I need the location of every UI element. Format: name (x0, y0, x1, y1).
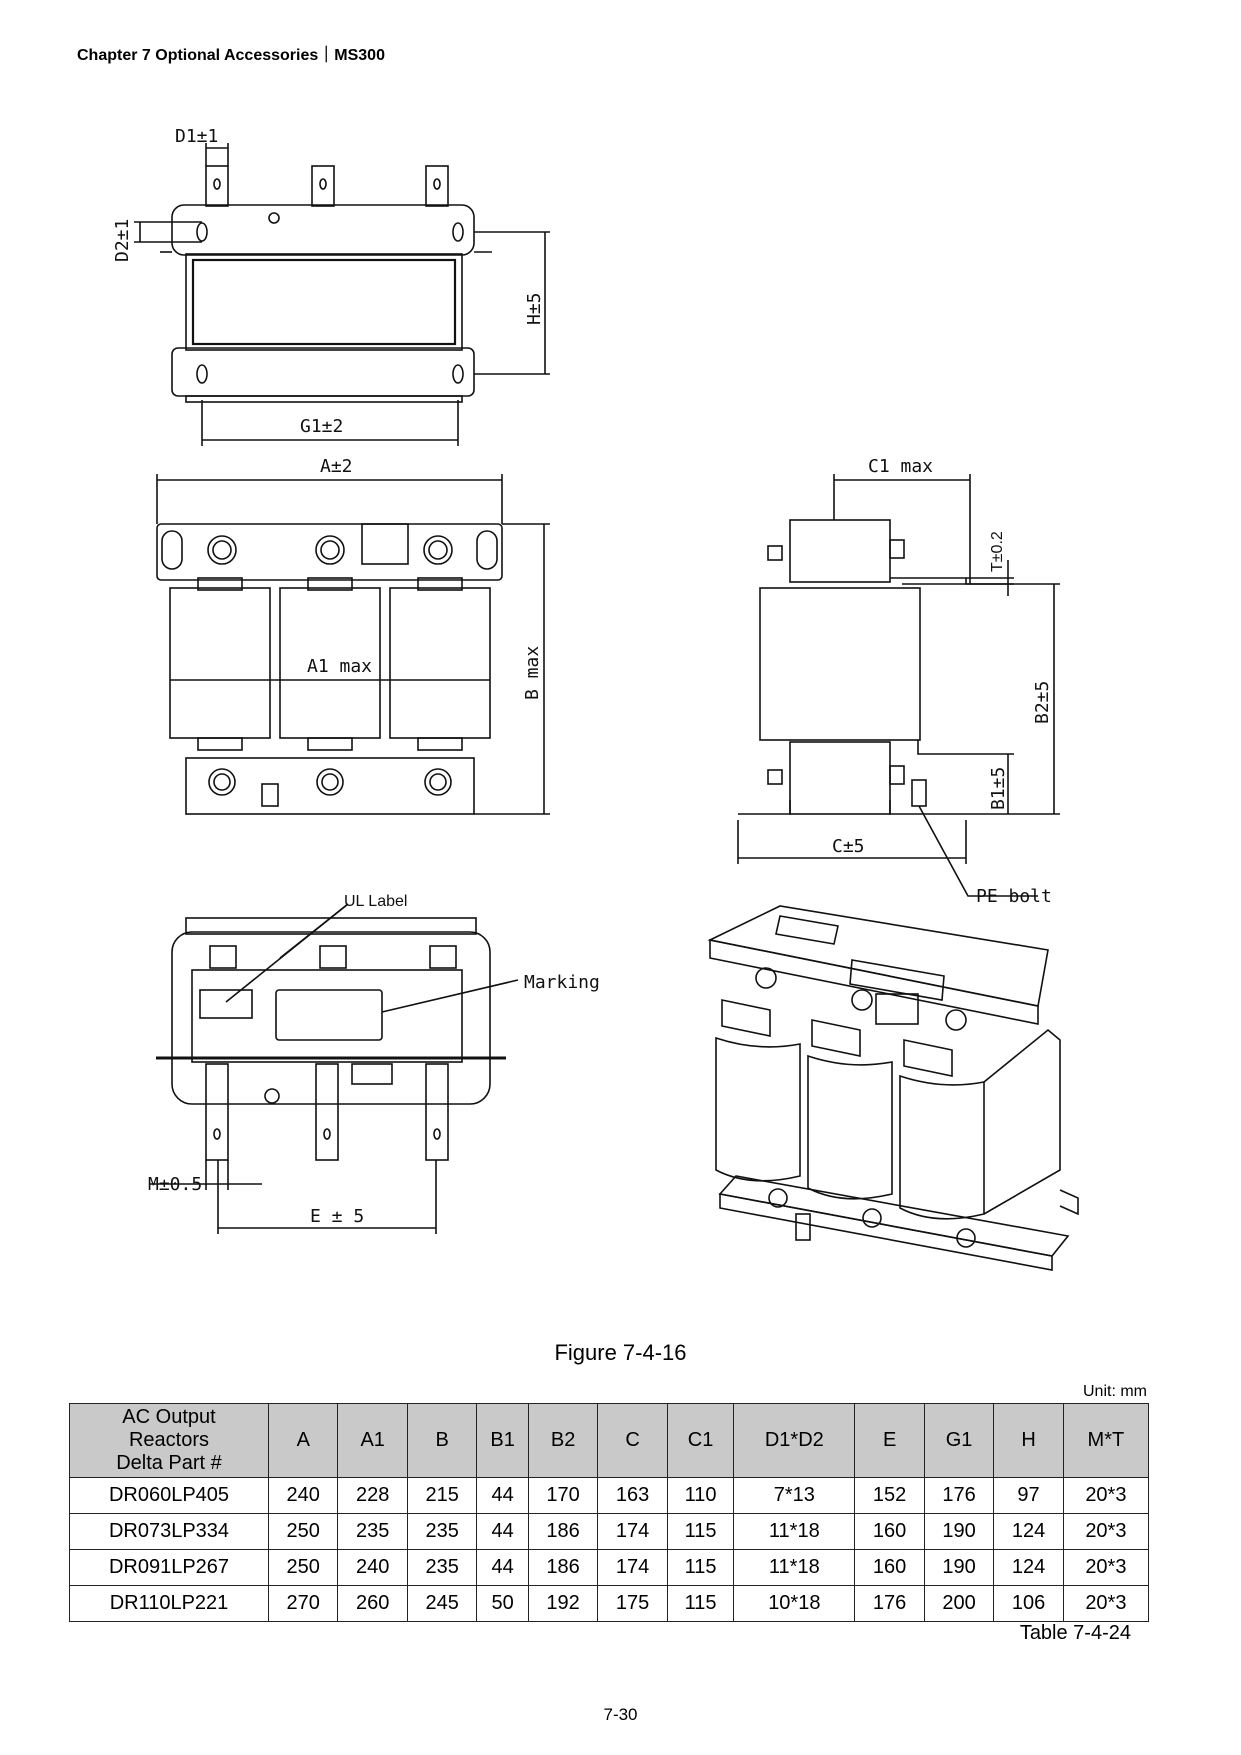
header-part-number: AC Output Reactors Delta Part # (69, 1403, 269, 1478)
header-b1: B1 (476, 1403, 529, 1478)
header-d1d2: D1*D2 (733, 1403, 856, 1478)
header-e: E (854, 1403, 925, 1478)
reactor-spec-table: AC Output Reactors Delta Part # A A1 B B… (69, 1403, 1150, 1622)
label-a: A±2 (320, 456, 353, 477)
label-t: T±0.2 (989, 531, 1006, 572)
top-view (134, 143, 550, 446)
header-b2: B2 (527, 1403, 599, 1478)
table-header-row: AC Output Reactors Delta Part # A A1 B B… (69, 1403, 1150, 1478)
front-view (156, 474, 550, 815)
label-h: H±5 (524, 292, 545, 325)
label-g1: G1±2 (300, 416, 343, 437)
page-number: 7-30 (603, 1705, 638, 1724)
figure-caption: Figure 7-4-16 (554, 1340, 687, 1365)
header-h: H (993, 1403, 1064, 1478)
label-b2: B2±5 (1032, 681, 1053, 724)
label-ul: UL Label (344, 893, 407, 910)
label-d2: D2±1 (112, 219, 133, 262)
label-m: M±0.5 (148, 1174, 202, 1195)
label-c1: C1 max (868, 456, 933, 477)
header-mt: M*T (1062, 1403, 1150, 1478)
technical-drawing: D1±1 D2±1 H±5 G1±2 A±2 A1 max B max C1 m… (112, 126, 1079, 1271)
label-b: B max (522, 646, 543, 700)
isometric-view (707, 905, 1079, 1271)
label-b1: B1±5 (988, 767, 1009, 810)
header-c: C (597, 1403, 668, 1478)
label-d1: D1±1 (175, 126, 218, 147)
label-marking: Marking (524, 972, 600, 993)
header-a1: A1 (337, 1403, 408, 1478)
unit-label: Unit: mm (1083, 1383, 1147, 1400)
header-g1: G1 (923, 1403, 995, 1478)
chapter-header: Chapter 7 Optional Accessories｜MS300 (77, 47, 385, 64)
header-c1: C1 (666, 1403, 735, 1478)
label-c: C±5 (832, 836, 865, 857)
side-view (737, 474, 1060, 897)
label-a1: A1 max (307, 656, 372, 677)
label-pe-bolt: PE bolt (976, 886, 1052, 907)
header-b: B (406, 1403, 478, 1478)
bottom-view (150, 903, 519, 1234)
table-caption: Table 7-4-24 (1019, 1622, 1131, 1644)
label-e: E ± 5 (310, 1206, 364, 1227)
header-a: A (267, 1403, 339, 1478)
